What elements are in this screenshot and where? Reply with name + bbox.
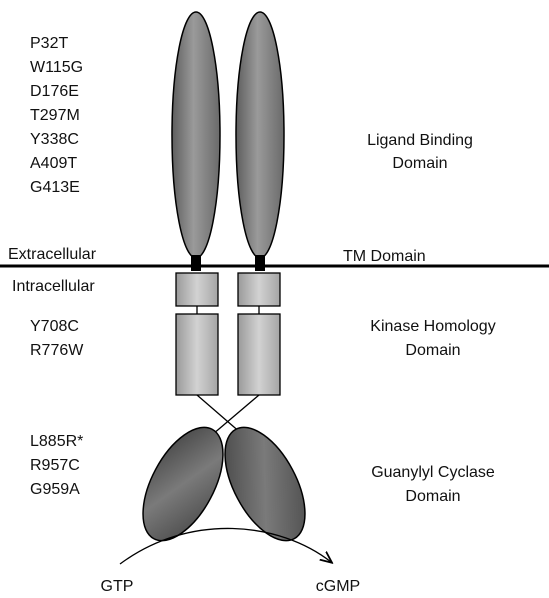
- gtp-label: GTP: [101, 578, 134, 595]
- mutation-label: W115G: [30, 59, 83, 76]
- tm-segment-left: [191, 255, 201, 271]
- kinase-domain-label-line1: Kinase Homology: [370, 318, 495, 335]
- mutation-label: R776W: [30, 342, 84, 359]
- kinase-large-box-left: [176, 314, 218, 395]
- mutation-label: D176E: [30, 83, 79, 100]
- cyclase-domain-label-line2: Domain: [405, 488, 460, 505]
- extracellular-label: Extracellular: [8, 246, 97, 263]
- mutation-label: Y708C: [30, 318, 79, 335]
- tm-domain-label: TM Domain: [343, 248, 426, 265]
- kinase-large-box-right: [238, 314, 280, 395]
- ligand-mutation-list: P32T W115G D176E T297M Y338C A409T G413E: [30, 35, 83, 196]
- intracellular-label: Intracellular: [12, 278, 95, 295]
- kinase-domain-label-line2: Domain: [405, 342, 460, 359]
- mutation-label: T297M: [30, 107, 80, 124]
- mutation-label: P32T: [30, 35, 68, 52]
- kinase-small-box-left: [176, 273, 218, 306]
- ligand-domain-label-line1: Ligand Binding: [367, 132, 473, 149]
- mutation-label: A409T: [30, 155, 77, 172]
- mutation-label: G959A: [30, 481, 80, 498]
- tm-segment-right: [255, 255, 265, 271]
- ligand-domain-right: [236, 12, 284, 258]
- cyclase-mutation-list: L885R* R957C G959A: [30, 433, 83, 498]
- ligand-domain-label-line2: Domain: [392, 155, 447, 172]
- cyclase-domain-left: [127, 415, 240, 554]
- kinase-mutation-list: Y708C R776W: [30, 318, 84, 359]
- mutation-label: Y338C: [30, 131, 79, 148]
- cgmp-label: cGMP: [316, 578, 360, 595]
- mutation-label: L885R*: [30, 433, 83, 450]
- kinase-small-box-right: [238, 273, 280, 306]
- mutation-label: G413E: [30, 179, 80, 196]
- mutation-label: R957C: [30, 457, 80, 474]
- ligand-domain-left: [172, 12, 220, 258]
- cyclase-domain-label-line1: Guanylyl Cyclase: [371, 464, 495, 481]
